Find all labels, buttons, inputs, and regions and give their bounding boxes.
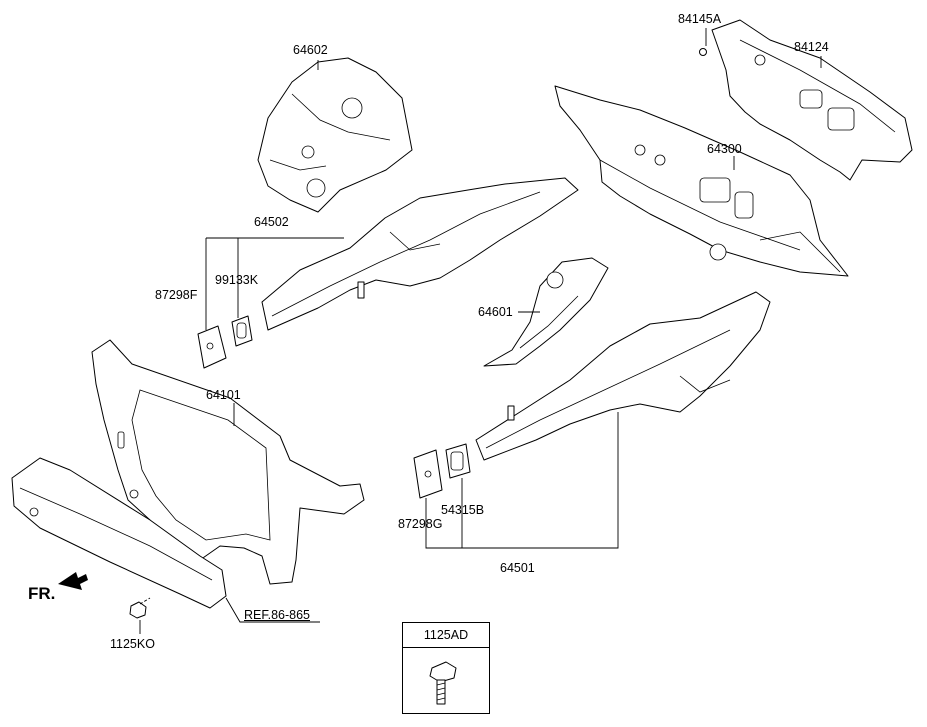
label-54315B: 54315B [441,503,485,517]
label-64601: 64601 [478,305,513,319]
part-84145A-clip[interactable] [699,48,707,56]
legend-box-1125AD: 1125AD [402,622,490,714]
front-direction-label: FR. [28,584,56,603]
part-64601-apron-right[interactable] [483,257,609,367]
label-64502: 64502 [254,215,289,229]
legend-part-number: 1125AD [403,623,489,648]
label-99133K: 99133K [215,273,259,287]
part-99133K-plate[interactable] [231,315,253,347]
part-front-bumper-beam[interactable] [11,457,227,609]
part-54315B-plate[interactable] [445,443,471,479]
part-87298F-bracket[interactable] [197,325,227,369]
leader-lines [139,28,822,634]
label-84145A: 84145A [678,12,722,26]
label-1125KO: 1125KO [110,637,155,651]
part-64501-side-member-lower[interactable] [475,291,771,461]
label-84124: 84124 [794,40,829,54]
ref-link-86-865[interactable]: REF.86-865 [244,608,311,622]
part-84124-dash-insulator[interactable] [711,19,913,181]
label-64602: 64602 [293,43,328,57]
label-87298F: 87298F [155,288,198,302]
part-87298G-bracket[interactable] [413,449,443,499]
label-87298G: 87298G [398,517,443,531]
label-64501: 64501 [500,561,535,575]
part-64101-carrier[interactable] [91,339,365,585]
part-64300-dash-panel[interactable] [554,85,849,277]
front-direction-arrow-icon [58,572,88,590]
bolt-1125AD-icon [429,661,457,705]
label-64101: 64101 [206,388,241,402]
part-64602-front-apron[interactable] [257,57,413,213]
part-64502-side-member-upper[interactable] [261,177,579,331]
part-1125KO-bolt[interactable] [129,597,151,619]
label-64300: 64300 [707,142,742,156]
